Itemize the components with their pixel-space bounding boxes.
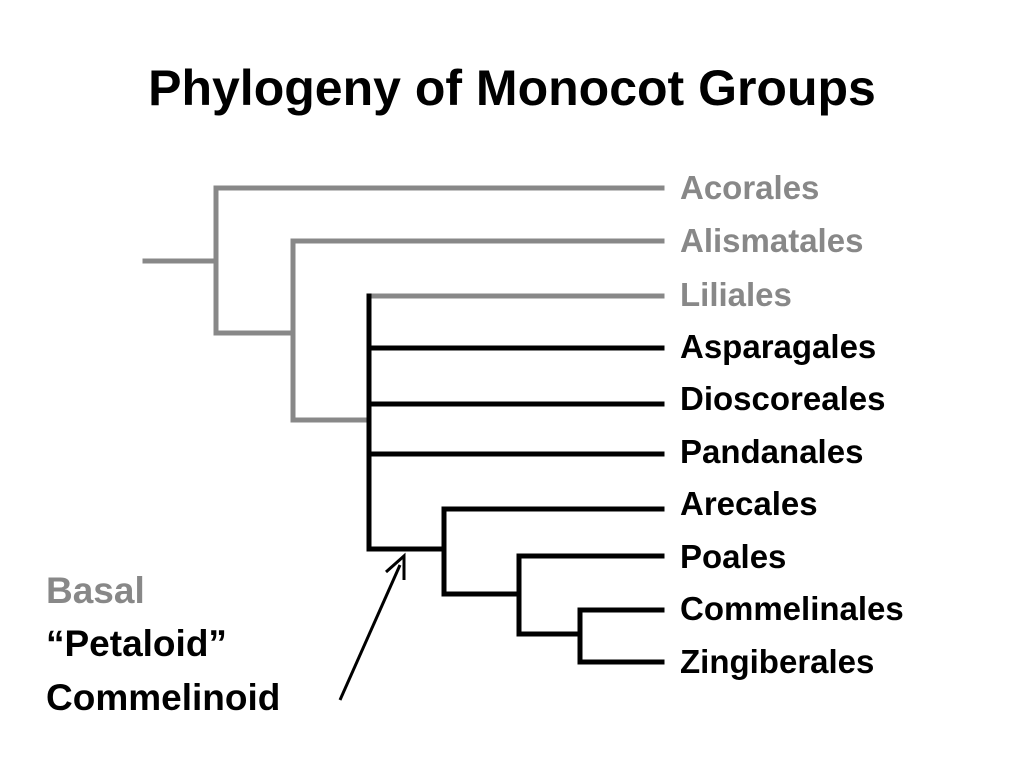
taxon-label-arecales: Arecales	[680, 485, 818, 522]
legend-petaloid: “Petaloid”	[46, 623, 227, 664]
legend-basal: Basal	[46, 570, 145, 611]
taxon-label-acorales: Acorales	[680, 169, 820, 206]
legend-commelinoid: Commelinoid	[46, 677, 281, 718]
taxon-label-alismatales: Alismatales	[680, 222, 864, 259]
taxon-label-asparagales: Asparagales	[680, 328, 877, 365]
arrowhead-icon	[385, 552, 406, 580]
page-title: Phylogeny of Monocot Groups	[148, 60, 876, 116]
taxon-label-liliales: Liliales	[680, 276, 792, 313]
taxon-label-dioscoreales: Dioscoreales	[680, 380, 886, 417]
taxon-label-pandanales: Pandanales	[680, 433, 864, 470]
commelinoid-arrow	[338, 564, 402, 701]
taxon-label-commelinales: Commelinales	[680, 590, 904, 627]
taxon-label-zingiberales: Zingiberales	[680, 643, 875, 680]
taxon-label-poales: Poales	[680, 538, 787, 575]
